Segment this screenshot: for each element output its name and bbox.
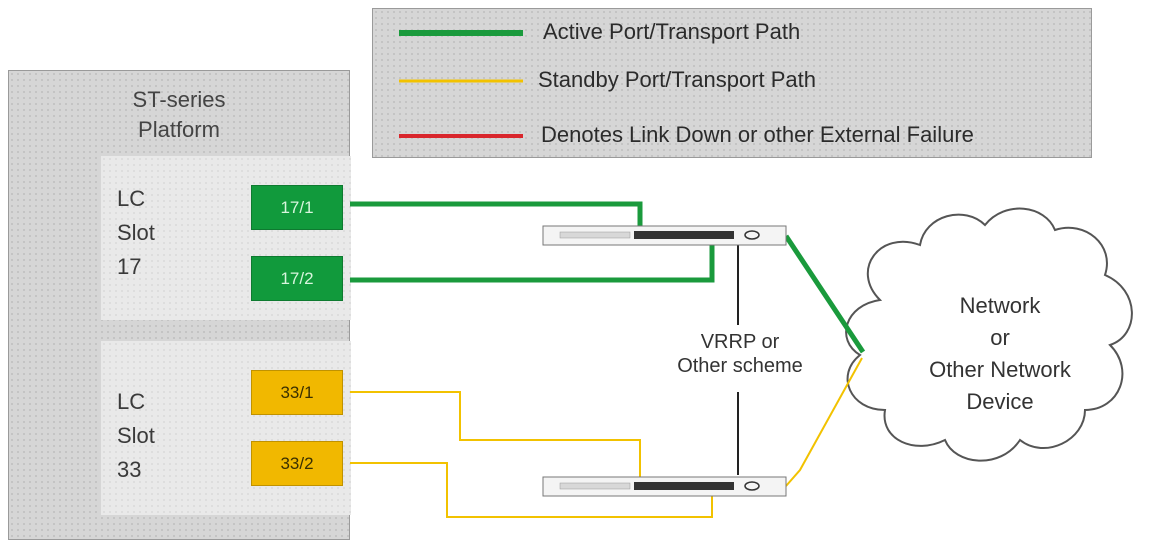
cloud-line-2: or [990, 325, 1010, 350]
redundancy-label-line1: VRRP or [700, 331, 780, 353]
slot-number: 33 [117, 457, 142, 482]
port-33-1: 33/1 [251, 370, 343, 415]
switch-bottom [542, 476, 787, 497]
port-17-1: 17/1 [251, 185, 343, 230]
platform-title-line2: Platform [138, 117, 220, 142]
line-card-label: LC Slot 33 [117, 385, 155, 487]
lc-text: LC [117, 186, 146, 211]
network-cloud-shape [845, 207, 1133, 462]
lc-text: LC [117, 389, 146, 414]
slot-text: Slot [117, 220, 155, 245]
redundancy-label: VRRP or Other scheme [650, 330, 830, 378]
active-uplink [783, 234, 866, 354]
legend-label-failure: Denotes Link Down or other External Fail… [541, 122, 974, 147]
standby-uplink [785, 357, 863, 487]
platform-title: ST-series Platform [9, 85, 349, 145]
switch-top [542, 225, 787, 246]
active-path-17-1 [350, 201, 643, 232]
legend-swatches [399, 30, 523, 138]
port-17-2: 17/2 [251, 256, 343, 301]
line-card-slot-17: LC Slot 17 17/1 17/2 [101, 156, 351, 320]
standby-path-33-1 [350, 391, 641, 480]
line-card-label: LC Slot 17 [117, 182, 155, 284]
line-card-slot-33: LC Slot 33 33/1 33/2 [101, 341, 351, 515]
slot-text: Slot [117, 423, 155, 448]
platform-chassis: ST-series Platform LC Slot 17 17/1 17/2 … [8, 70, 351, 540]
standby-path-33-2 [350, 462, 713, 518]
legend: Active Port/Transport Path Standby Port/… [372, 8, 1092, 158]
active-path-17-2 [350, 236, 715, 283]
slot-number: 17 [117, 254, 142, 279]
port-33-2: 33/2 [251, 441, 343, 486]
cloud-line-3: Other Network [929, 357, 1071, 382]
legend-label-standby: Standby Port/Transport Path [538, 67, 816, 92]
network-cloud-label: Network or Other Network Device [900, 290, 1100, 418]
redundancy-label-line2: Other scheme [677, 355, 803, 377]
cloud-line-1: Network [959, 293, 1041, 318]
platform-title-line1: ST-series [132, 87, 226, 112]
legend-label-active: Active Port/Transport Path [543, 19, 801, 44]
cloud-line-4: Device [966, 389, 1034, 414]
